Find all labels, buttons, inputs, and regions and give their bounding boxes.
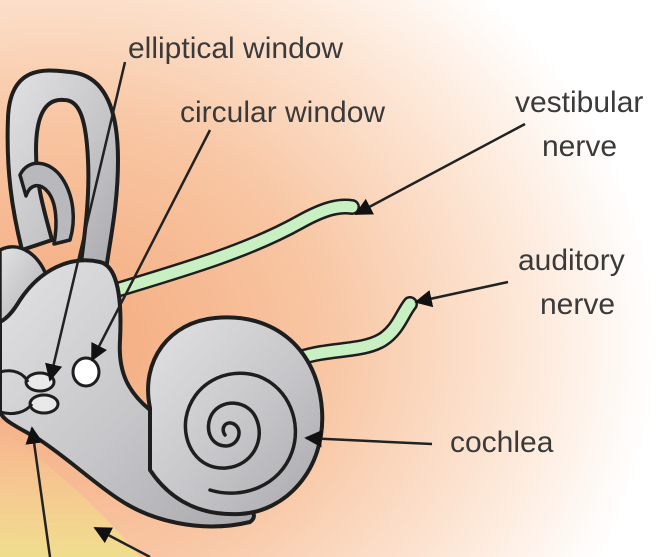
cochlea — [148, 317, 322, 514]
label-auditory-nerve-line1: auditory — [518, 244, 625, 277]
circular-window-shape — [73, 358, 99, 386]
label-cochlea: cochlea — [450, 426, 554, 459]
label-auditory-nerve-line2: nerve — [540, 288, 615, 321]
label-elliptical-window: elliptical window — [128, 32, 343, 65]
cochlea-shell — [148, 317, 322, 514]
label-circular-window: circular window — [180, 96, 385, 129]
label-vestibular-nerve-line2: nerve — [542, 130, 617, 163]
label-vestibular-nerve-line1: vestibular — [515, 86, 643, 119]
